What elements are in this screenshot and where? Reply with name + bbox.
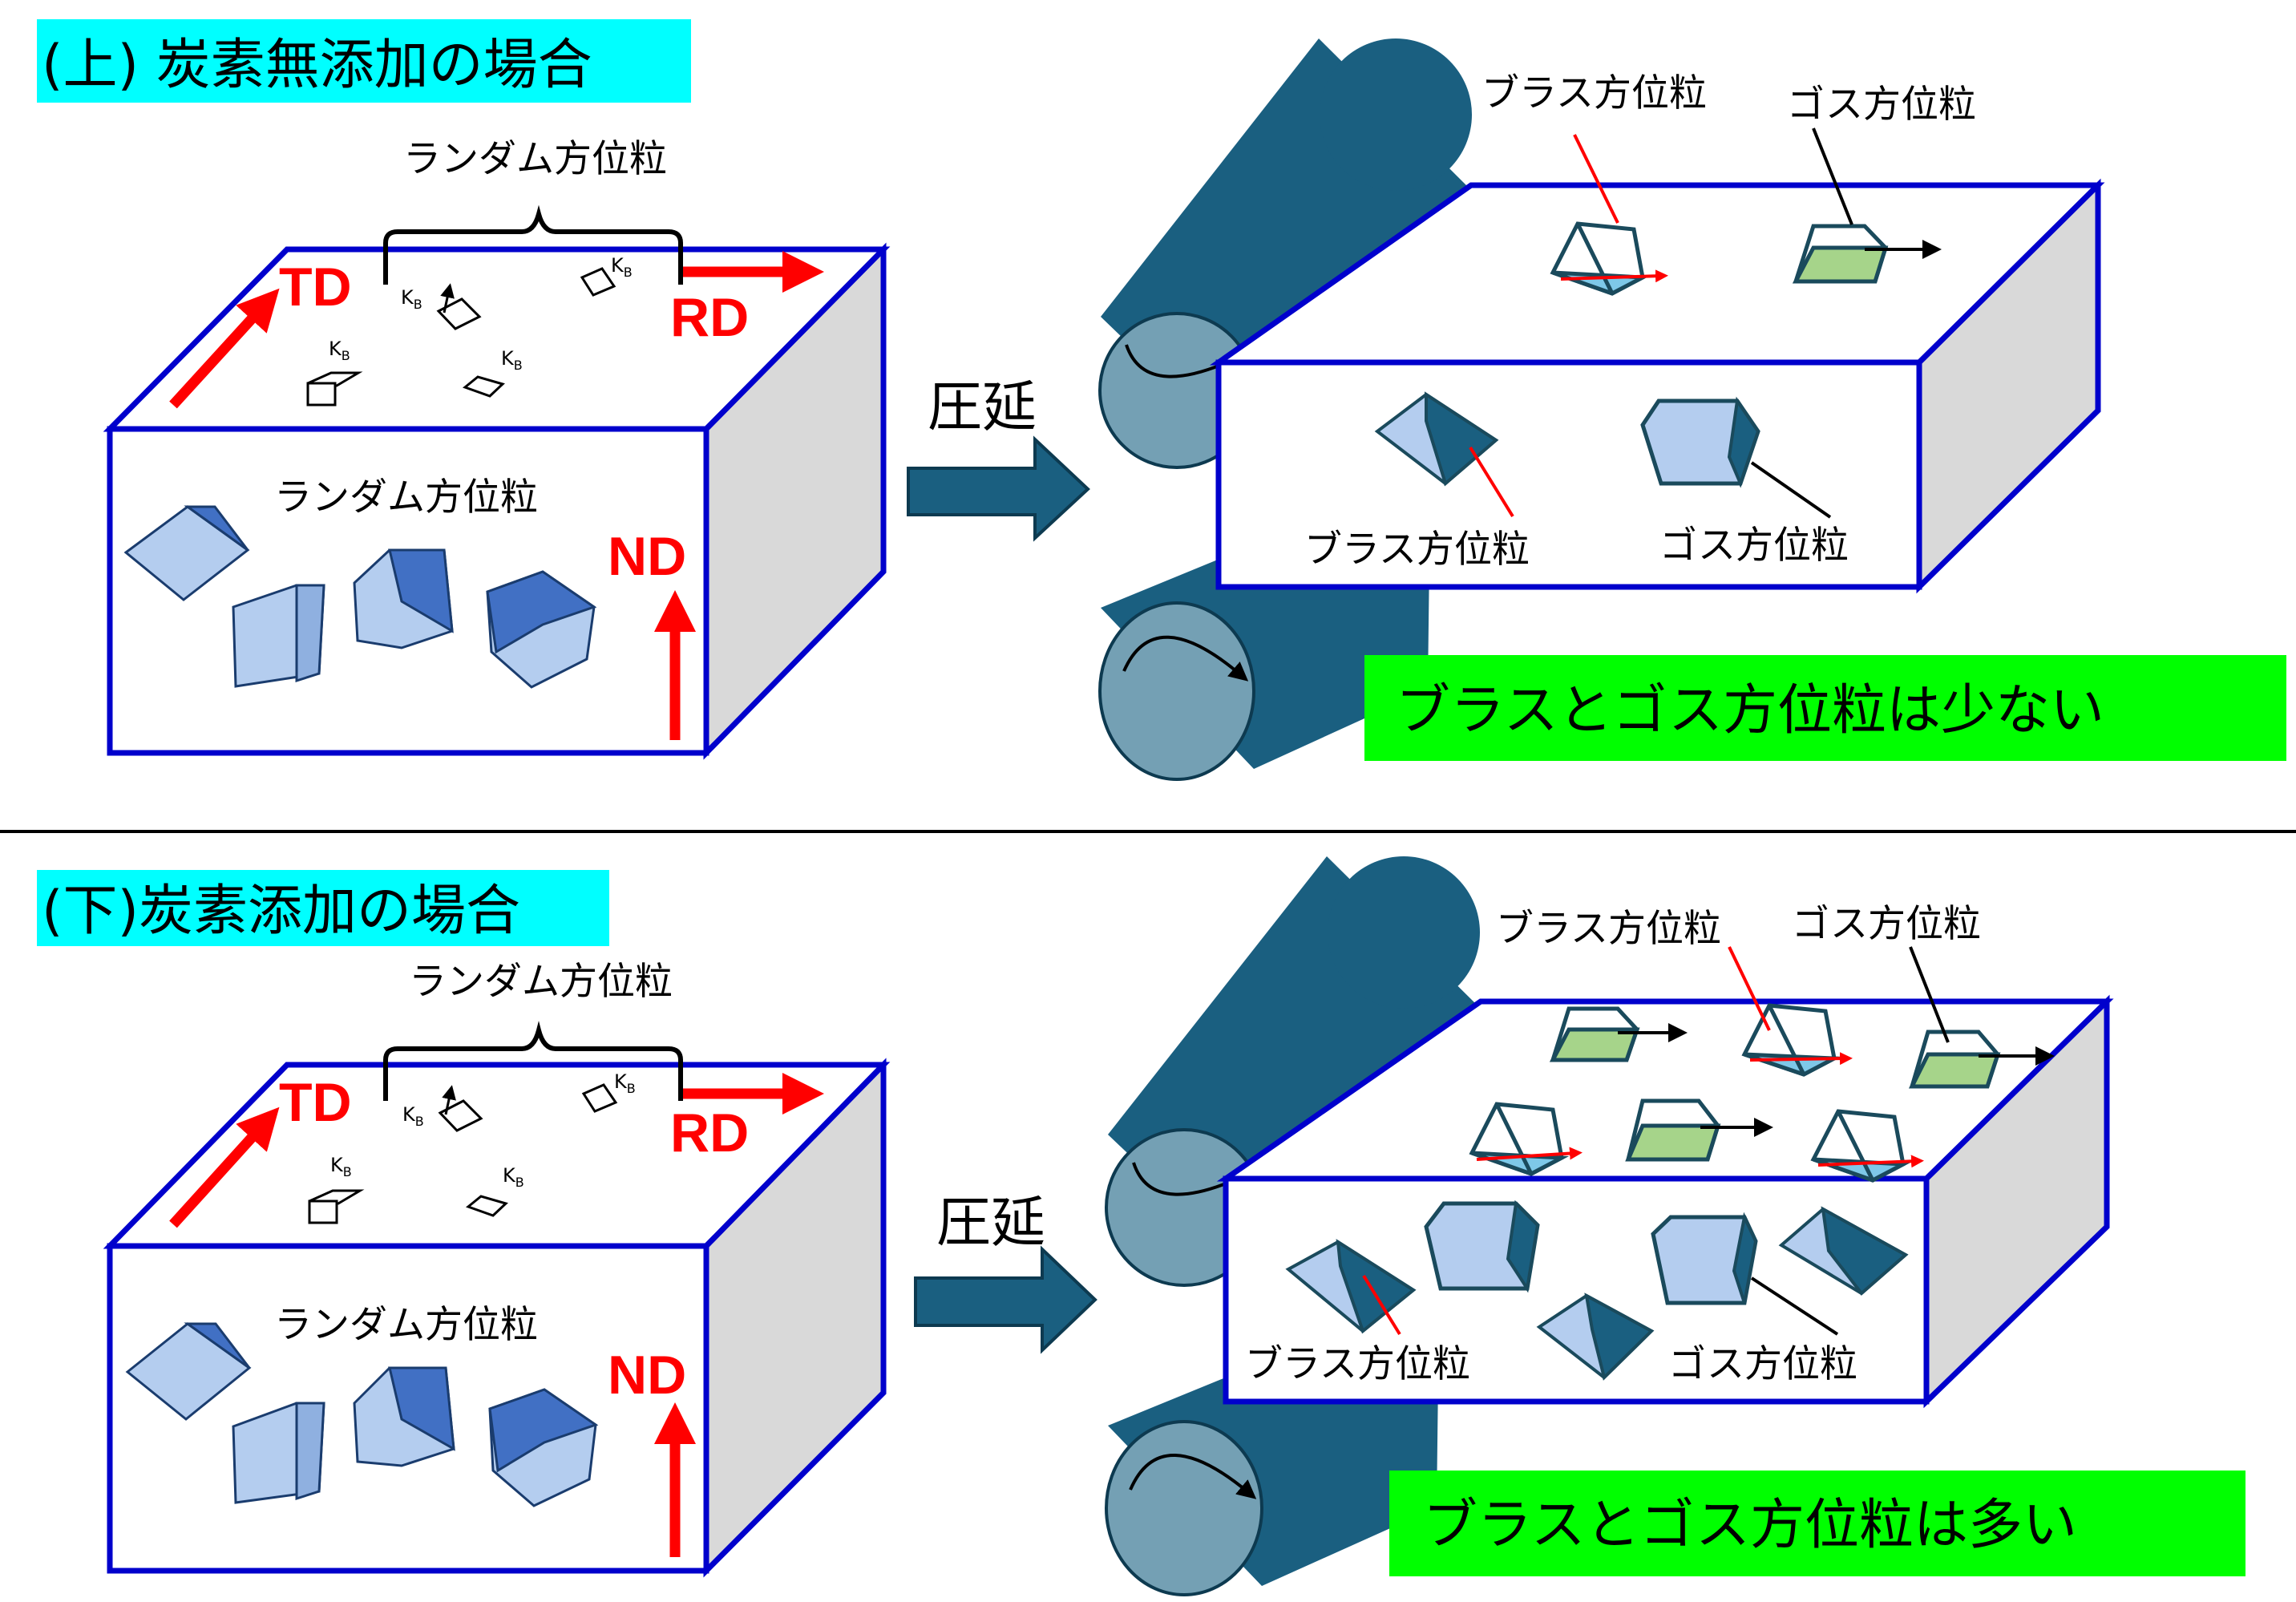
brass-leader-line bbox=[1573, 134, 1619, 224]
goss-grain bbox=[1424, 1199, 1540, 1293]
random-grain-label-upper: ランダム方位粒 bbox=[409, 960, 673, 1004]
lower-roller bbox=[1105, 1366, 1438, 1596]
brass-grain-label-front: ブラス方位粒 bbox=[1245, 1342, 1470, 1386]
brass-grain-label-front: ブラス方位粒 bbox=[1304, 528, 1530, 572]
random-grain-cube bbox=[123, 505, 250, 601]
random-grain-label-upper: ランダム方位粒 bbox=[403, 137, 667, 181]
nd-label: ND bbox=[608, 1345, 686, 1406]
brass-grain bbox=[1469, 1102, 1583, 1176]
panel-bottom: (下)炭素添加の場合 TD RD ND ランダム方位粒 KB KB KB bbox=[37, 856, 2245, 1596]
brass-grain-label-top: ブラス方位粒 bbox=[1481, 71, 1707, 115]
goss-grain-label-top: ゴス方位粒 bbox=[1792, 902, 1981, 946]
goss-grain bbox=[1651, 1212, 1758, 1305]
goss-grain-label-front: ゴス方位粒 bbox=[1659, 524, 1849, 568]
goss-leader-line bbox=[1909, 946, 1950, 1043]
random-grain-cube bbox=[486, 570, 597, 689]
random-grain-brace bbox=[383, 1021, 683, 1101]
svg-text:KB: KB bbox=[330, 1154, 352, 1179]
grain-orientation-glyph: KB bbox=[462, 347, 523, 398]
random-grain-cube bbox=[125, 1322, 252, 1421]
goss-grain bbox=[1908, 1030, 2055, 1089]
goss-grain bbox=[1640, 396, 1760, 488]
panel-title: (下)炭素添加の場合 bbox=[42, 880, 520, 943]
brass-leader-line bbox=[1469, 446, 1514, 518]
brass-grain bbox=[1550, 221, 1668, 296]
random-grain-cube bbox=[1778, 1206, 1909, 1296]
brass-leader-line bbox=[1362, 1274, 1401, 1336]
svg-text:KB: KB bbox=[501, 347, 523, 373]
svg-text:KB: KB bbox=[611, 254, 633, 280]
random-grain-cube bbox=[353, 1366, 455, 1467]
random-grain-cube bbox=[232, 1402, 325, 1504]
grain-orientation-glyph: KB bbox=[306, 338, 363, 407]
goss-grain-label-top: ゴス方位粒 bbox=[1787, 83, 1976, 127]
svg-text:KB: KB bbox=[614, 1070, 636, 1096]
title-background bbox=[37, 870, 609, 946]
goss-leader-line bbox=[1750, 461, 1832, 519]
grain-orientation-glyph: KB bbox=[402, 1085, 483, 1132]
goss-leader-line bbox=[1812, 127, 1853, 225]
random-grain-cube bbox=[353, 548, 454, 649]
rotation-arrow bbox=[1122, 635, 1249, 682]
grain-orientation-glyph: KB bbox=[580, 254, 633, 297]
title-background bbox=[37, 19, 691, 103]
td-arrow bbox=[169, 288, 280, 409]
rolling-label: 圧延 bbox=[928, 376, 1037, 439]
goss-leader-line bbox=[1750, 1276, 1839, 1336]
conclusion-background bbox=[1364, 655, 2286, 761]
panel-title: (上) 炭素無添加の場合 bbox=[42, 34, 592, 97]
random-grain-brace bbox=[383, 204, 683, 285]
grain-orientation-glyph: KB bbox=[401, 283, 482, 330]
td-label: TD bbox=[279, 257, 352, 318]
brass-grain bbox=[1285, 1239, 1417, 1334]
goss-grain-label-front: ゴス方位粒 bbox=[1668, 1342, 1857, 1386]
svg-text:KB: KB bbox=[402, 1103, 424, 1129]
goss-grain bbox=[1549, 1006, 1688, 1062]
rolling-label: 圧延 bbox=[936, 1191, 1045, 1255]
rd-label: RD bbox=[670, 1102, 749, 1163]
brass-grain-label-top: ブラス方位粒 bbox=[1496, 907, 1721, 951]
rolled-sheet bbox=[1209, 178, 2105, 594]
random-grain-cube bbox=[488, 1388, 599, 1507]
specimen-block bbox=[103, 242, 891, 760]
random-grain-label-front: ランダム方位粒 bbox=[274, 475, 538, 520]
td-label: TD bbox=[279, 1072, 352, 1133]
svg-text:KB: KB bbox=[503, 1164, 524, 1190]
conclusion-text: ブラスとゴス方位粒は少ない bbox=[1396, 679, 2104, 742]
brass-leader-line bbox=[1728, 946, 1771, 1031]
panel-top: (上) 炭素無添加の場合 TD RD ND ランダム方位粒 KB KB bbox=[37, 19, 2286, 781]
random-grain-cube bbox=[232, 584, 325, 688]
rolling-direction-arrow bbox=[914, 1245, 1097, 1354]
lower-roller bbox=[1098, 548, 1429, 781]
conclusion-text: ブラスとゴス方位粒は多い bbox=[1423, 1494, 2077, 1557]
random-grain-cube bbox=[1536, 1293, 1655, 1381]
upper-roller bbox=[1098, 38, 1472, 469]
rd-label: RD bbox=[670, 287, 749, 348]
conclusion-background bbox=[1389, 1471, 2245, 1576]
goss-grain bbox=[1792, 224, 1942, 284]
brass-grain bbox=[1810, 1109, 1924, 1183]
rotation-arrow bbox=[1129, 1454, 1257, 1499]
grain-orientation-glyph: KB bbox=[308, 1154, 365, 1224]
grain-orientation-glyph: KB bbox=[581, 1070, 636, 1113]
random-grain-label-front: ランダム方位粒 bbox=[274, 1303, 538, 1347]
grain-orientation-glyph: KB bbox=[465, 1164, 524, 1217]
goss-grain bbox=[1625, 1098, 1773, 1162]
brass-grain bbox=[1374, 391, 1499, 487]
rolling-direction-arrow bbox=[907, 435, 1090, 542]
td-arrow bbox=[169, 1106, 280, 1228]
nd-label: ND bbox=[608, 526, 686, 587]
svg-text:KB: KB bbox=[329, 338, 350, 363]
svg-text:KB: KB bbox=[401, 286, 422, 312]
sheet-front-face bbox=[1215, 359, 1922, 590]
